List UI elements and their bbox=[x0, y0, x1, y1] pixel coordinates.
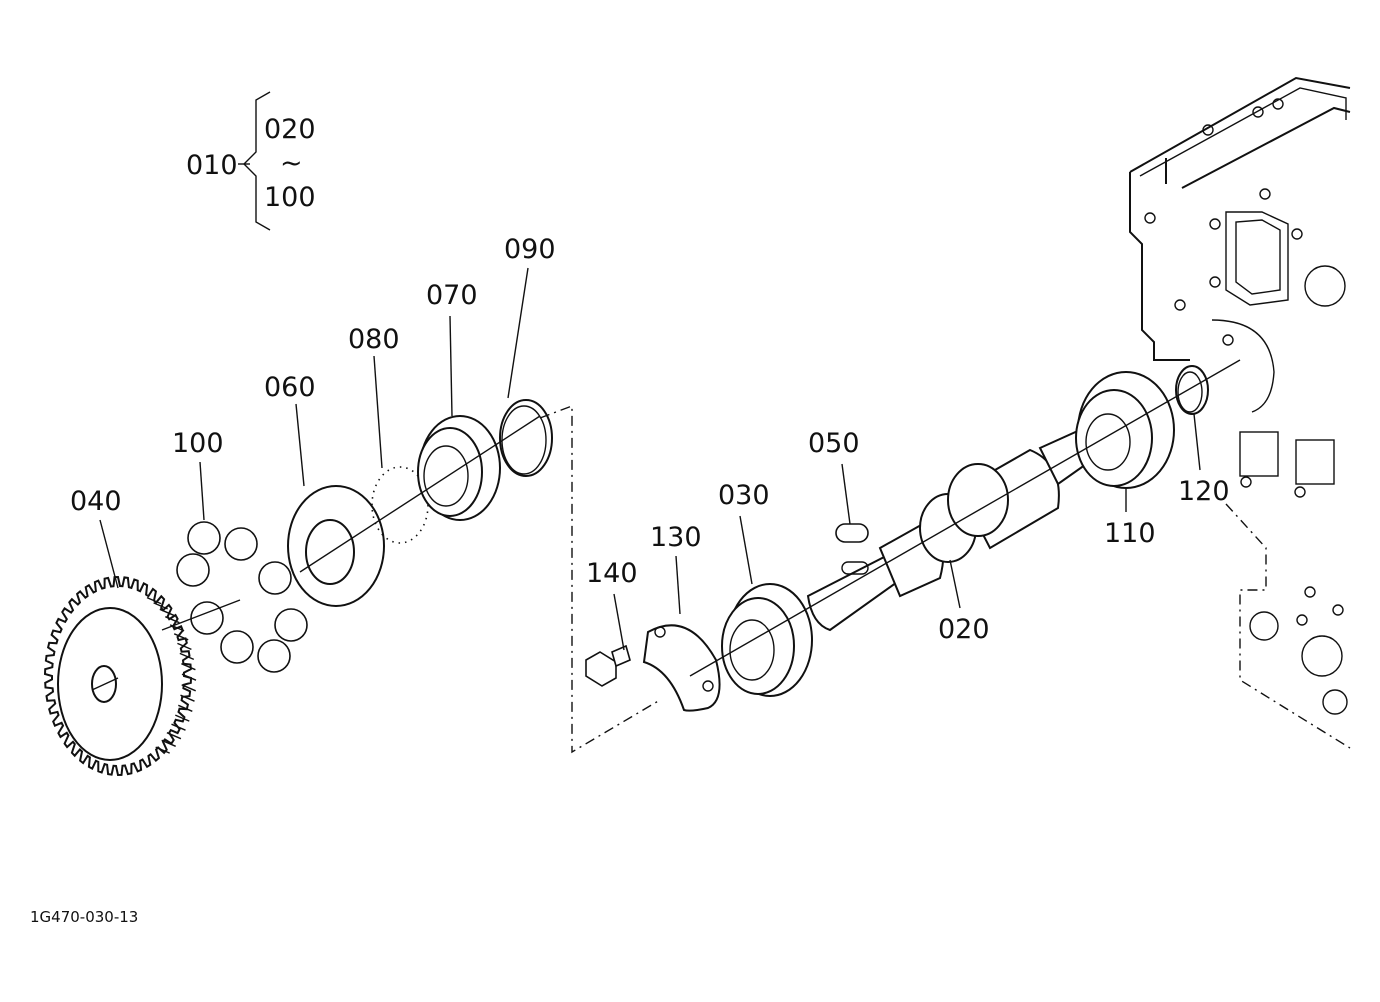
gear-helix-line bbox=[180, 694, 195, 702]
label-110: 110 bbox=[1104, 518, 1156, 549]
label-040: 040 bbox=[70, 486, 122, 517]
label-090: 090 bbox=[504, 234, 556, 265]
snap-ring-090 bbox=[499, 399, 553, 477]
gear-helix-line bbox=[178, 704, 193, 712]
assembly-bracket bbox=[238, 91, 271, 231]
gear-helix-line bbox=[146, 596, 162, 605]
center-axis-right bbox=[689, 359, 1241, 677]
center-axis-left bbox=[299, 415, 541, 573]
assembly-label: 010 bbox=[186, 150, 238, 181]
gear-helix-line bbox=[159, 608, 175, 616]
gear-helix-line bbox=[181, 673, 197, 681]
gear-helix-line bbox=[171, 723, 186, 731]
circlip-120 bbox=[1175, 365, 1209, 415]
bolt-140 bbox=[585, 644, 631, 687]
bearing-110 bbox=[1075, 371, 1175, 489]
label-070: 070 bbox=[426, 280, 478, 311]
thrust-washer-060 bbox=[287, 485, 385, 607]
camshaft-020 bbox=[806, 428, 1094, 632]
gear-helix-line bbox=[177, 642, 192, 651]
label-060: 060 bbox=[264, 372, 316, 403]
assembly-frame bbox=[539, 404, 661, 754]
bearing-cover-130 bbox=[642, 624, 721, 712]
gear-helix-line bbox=[166, 732, 182, 740]
assembly-range-separator: ~ bbox=[280, 148, 303, 179]
engine-housing bbox=[1129, 76, 1351, 749]
label-050: 050 bbox=[808, 428, 860, 459]
gear-helix-line bbox=[173, 633, 189, 641]
gear-helix-line bbox=[153, 602, 168, 610]
gear-040 bbox=[43, 575, 197, 777]
bearing-030 bbox=[721, 583, 813, 697]
label-120: 120 bbox=[1178, 476, 1230, 507]
drawing-code: 1G470-030-13 bbox=[30, 908, 138, 926]
label-020: 020 bbox=[938, 614, 990, 645]
label-140: 140 bbox=[586, 558, 638, 589]
assembly-range-from: 020 bbox=[264, 114, 316, 145]
gear-helix-line bbox=[179, 652, 195, 661]
gear-helix-line bbox=[155, 746, 170, 754]
gear-helix-line bbox=[161, 739, 176, 747]
key-050 bbox=[835, 523, 869, 543]
gear-helix-line bbox=[181, 663, 196, 671]
gear-helix-line bbox=[165, 616, 180, 624]
label-130: 130 bbox=[650, 522, 702, 553]
balls-100 bbox=[161, 521, 308, 673]
leader-lines bbox=[99, 267, 1201, 651]
label-030: 030 bbox=[718, 480, 770, 511]
gear-helix-line bbox=[181, 684, 196, 692]
gear-helix-line bbox=[175, 714, 190, 722]
label-100: 100 bbox=[172, 428, 224, 459]
label-080: 080 bbox=[348, 324, 400, 355]
assembly-range-to: 100 bbox=[264, 182, 316, 213]
